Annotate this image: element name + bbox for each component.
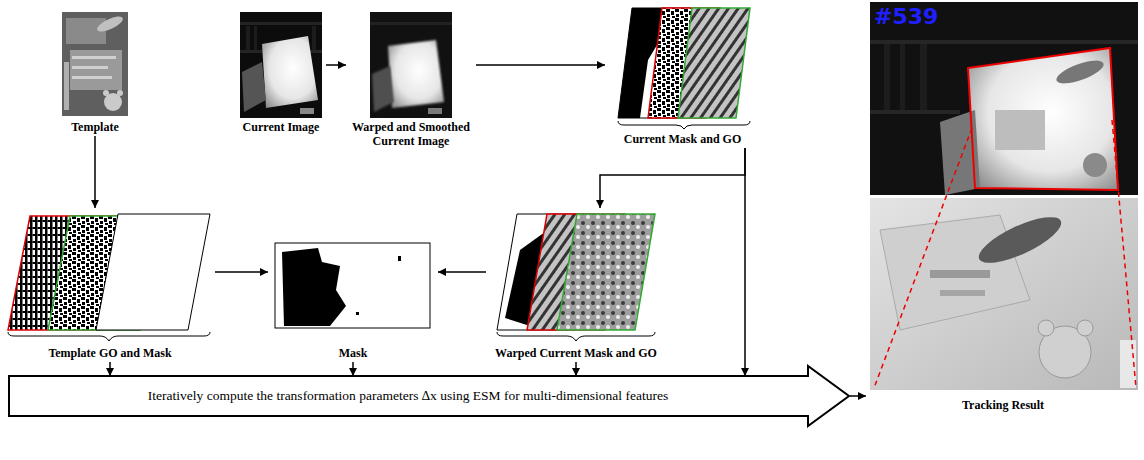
tracking-result-picture-part xyxy=(870,110,960,114)
template-node: Template xyxy=(55,8,135,136)
tracking-result-picture-part xyxy=(884,44,890,110)
current-image-picture-part xyxy=(262,36,318,108)
caption-text: Template GO and Mask xyxy=(5,346,215,360)
current-mask-go-stack xyxy=(618,8,750,129)
warped-image-picture-part xyxy=(370,22,452,25)
warped-image-picture-part xyxy=(372,66,394,112)
warped-image-picture-part xyxy=(370,12,452,118)
warped-current-mask-go-node: Warped Current Mask and GO xyxy=(486,208,666,362)
caption-text: Mask xyxy=(268,346,438,360)
flow-arrow xyxy=(326,64,346,66)
tracking-result-picture-part xyxy=(874,120,1136,388)
flow-arrow xyxy=(744,148,746,376)
flow-arrow xyxy=(575,362,577,376)
mask-node: Mask xyxy=(268,238,438,362)
warped-current-mask-go-stack-part xyxy=(497,332,655,341)
tracking-result-picture-part xyxy=(870,40,1138,44)
warped-image-picture-part xyxy=(428,108,442,114)
flow-arrow xyxy=(476,64,605,66)
template-picture-part xyxy=(70,50,122,90)
caption-text: Tracking Result xyxy=(866,398,1140,412)
template-picture-part xyxy=(64,62,69,110)
current-image-picture-part xyxy=(240,22,322,25)
current-image-picture-part xyxy=(254,26,257,50)
flow-arrow xyxy=(109,362,111,376)
tracking-result-picture-part xyxy=(940,290,985,296)
caption-text: Current Image xyxy=(236,120,326,134)
current-image-picture-part xyxy=(246,26,250,50)
flow-arrow xyxy=(94,136,96,208)
mask-picture-part xyxy=(275,243,430,328)
template-go-mask-stack xyxy=(8,214,210,341)
tracking-result-picture-part xyxy=(1077,320,1093,336)
caption-text: Template xyxy=(55,120,135,134)
mask-picture-part xyxy=(282,248,346,326)
template-go-mask-stack-part xyxy=(96,214,210,330)
template-picture-part xyxy=(103,90,109,96)
tracking-result-picture-part xyxy=(968,48,1118,190)
template-picture-part xyxy=(72,76,112,79)
tracking-result-picture xyxy=(870,2,1138,390)
caption-text: Warped Current Mask and GO xyxy=(486,346,666,360)
template-go-mask-stack-part xyxy=(8,332,210,341)
current-mask-go-node: Current Mask and GO xyxy=(605,4,760,148)
flow-arrow xyxy=(600,148,745,208)
tracking-result-picture-part xyxy=(995,110,1045,150)
template-picture-part xyxy=(72,66,108,69)
current-image-picture-part xyxy=(240,12,322,118)
warped-current-mask-go-stack-part xyxy=(557,214,655,330)
tracking-result-picture-part xyxy=(930,270,990,278)
tracking-result-picture-part xyxy=(870,198,1138,390)
block-arrow-outline xyxy=(9,366,849,426)
current-image-picture xyxy=(240,12,322,118)
warped-image-node: Warped and Smoothed Current Image xyxy=(346,8,476,150)
tracking-result-node: Tracking Result xyxy=(866,2,1140,414)
flow-arrow xyxy=(352,362,354,376)
warped-image-picture-part xyxy=(388,40,444,108)
flow-arrow xyxy=(850,395,866,397)
tracking-result-picture-part xyxy=(973,208,1066,271)
caption-text: Current Mask and GO xyxy=(605,132,760,146)
mask-picture-part xyxy=(398,256,401,261)
tracking-result-picture-part xyxy=(920,44,927,110)
current-mask-go-stack-part xyxy=(678,8,750,118)
flow-arrow xyxy=(438,271,486,273)
template-picture-part xyxy=(95,14,125,35)
current-image-picture-part xyxy=(300,108,314,114)
tracking-result-picture-part xyxy=(1083,153,1107,177)
caption-text: Warped and Smoothed Current Image xyxy=(346,120,476,148)
mask-picture-part xyxy=(356,312,359,315)
current-image-picture-part xyxy=(312,26,316,50)
template-picture-part xyxy=(62,12,128,116)
mask-picture xyxy=(275,243,430,328)
template-picture-part xyxy=(72,56,116,59)
block-arrow-process: Iteratively compute the transformation p… xyxy=(8,376,850,416)
tracking-result-picture-part xyxy=(968,48,1118,190)
warped-image-picture xyxy=(370,12,452,118)
process-text: Iteratively compute the transformation p… xyxy=(8,376,808,416)
template-picture xyxy=(62,12,128,116)
template-picture-part xyxy=(117,90,123,96)
tracking-result-picture-part xyxy=(1054,56,1106,88)
tracking-result-picture-part xyxy=(1038,320,1054,336)
current-image-node: Current Image xyxy=(236,8,326,136)
warped-current-mask-go-stack xyxy=(497,214,655,341)
tracking-result-picture-part xyxy=(900,44,905,110)
frame-number: #539 xyxy=(874,4,938,29)
current-mask-go-stack-part xyxy=(618,121,750,129)
tracking-result-picture-part xyxy=(870,2,1138,195)
flow-arrow xyxy=(215,271,268,273)
current-image-picture-part xyxy=(242,62,266,112)
template-go-mask-node: Template GO and Mask xyxy=(5,208,215,362)
